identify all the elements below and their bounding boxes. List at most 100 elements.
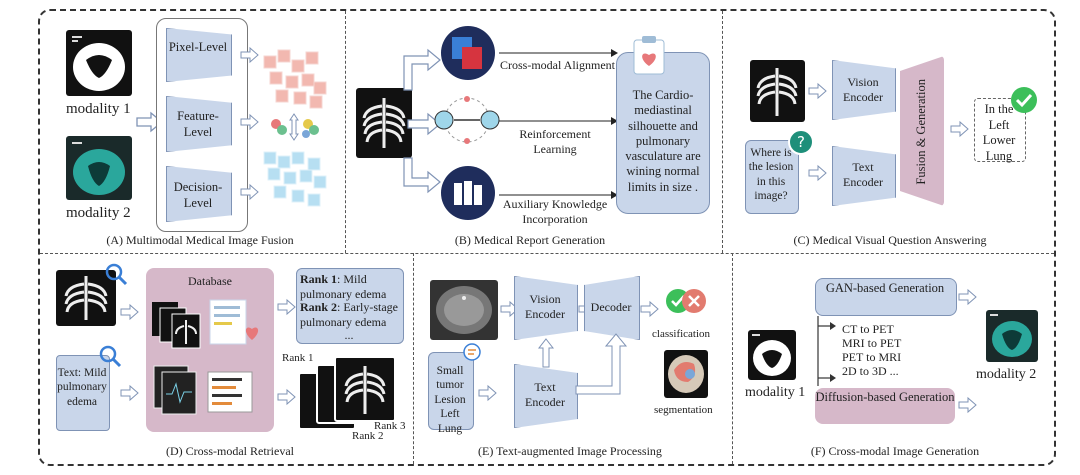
rank-1-line: Rank 1: Mild pulmonary edema	[300, 272, 400, 302]
report-box	[616, 52, 710, 214]
rank-2-text: : Early-stage pulmonary edema	[300, 300, 398, 329]
fusion-generation-label: Fusion & Generation	[914, 79, 929, 185]
reinforcement-learning-icon	[434, 96, 500, 144]
decision-level-box	[166, 166, 232, 222]
magnifier-icon	[99, 345, 122, 368]
database-contents	[152, 299, 259, 415]
text-encoder-label: Text Encoder	[843, 160, 883, 189]
ranking-box	[296, 268, 404, 344]
task-2d-to-3d: 2D to 3D ...	[842, 364, 899, 378]
decoder-label: Decoder	[590, 300, 632, 314]
knowledge-books-icon	[441, 166, 495, 220]
reinforcement-learning-label: Reinforcement Learning	[519, 127, 591, 156]
rank-2-label: Rank 2	[300, 300, 338, 314]
question-text: Where is the lesion in this image?	[748, 147, 794, 203]
answer-box	[974, 98, 1026, 162]
chest-xray-image	[750, 60, 805, 122]
pixel-blocks-red	[263, 49, 327, 109]
modality-2-label: modality 2	[66, 205, 131, 221]
chat-bubble-icon	[463, 343, 481, 361]
arrow-icon	[958, 396, 977, 414]
arrow-icon	[277, 388, 296, 406]
arrow-icon	[950, 120, 969, 138]
divider	[345, 11, 346, 253]
classification-icon	[666, 289, 706, 313]
task-pet-to-mri: PET to MRI	[842, 350, 902, 364]
brain-scan-modality-2	[986, 310, 1038, 362]
clipboard-heart-icon	[633, 36, 665, 75]
stack-rank-2: Rank 2	[352, 430, 384, 442]
figure-frame	[38, 9, 1056, 466]
caption-f: (F) Cross-modal Image Generation	[810, 444, 980, 458]
caption-b: (B) Medical Report Generation	[454, 233, 606, 247]
stack-rank-3: Rank 3	[374, 420, 406, 432]
arrow-line	[499, 191, 618, 199]
check-icon	[1011, 87, 1037, 113]
database-label: Database	[188, 274, 232, 288]
arrow-icon	[240, 113, 259, 131]
diffusion-label: Diffusion-based Generation	[815, 390, 955, 404]
query-text-box	[56, 355, 110, 431]
arrow-icon	[240, 46, 259, 64]
feature-level-box	[166, 96, 232, 152]
svg-text:?: ?	[797, 133, 805, 151]
text-encoder-box	[832, 146, 896, 206]
stack-rank-1: Rank 1	[282, 352, 314, 364]
modality-1-label: modality 1	[66, 101, 131, 117]
caption-c: (C) Medical Visual Question Answering	[793, 233, 987, 247]
diffusion-box	[815, 388, 955, 424]
arrow-icon	[808, 164, 827, 182]
text-encoder-label: Text Encoder	[525, 380, 565, 409]
arrow-icon	[120, 384, 139, 402]
branching-arrows	[403, 48, 441, 194]
chest-xray-query	[56, 270, 116, 326]
segmentation-label: segmentation	[654, 404, 713, 416]
rank-2-line: Rank 2: Early-stage pulmonary edema	[300, 300, 400, 330]
cross-modal-alignment-label: Cross-modal Alignment	[500, 58, 615, 72]
elbow-arrow	[575, 333, 628, 395]
question-box	[745, 140, 799, 214]
vision-encoder-label: Vision Encoder	[843, 75, 883, 104]
arrow-icon	[958, 288, 977, 306]
gan-label: GAN-based Generation	[825, 281, 945, 295]
caption-a: (A) Multimodal Medical Image Fusion	[106, 233, 294, 247]
report-text: The Cardio-mediastinal silhouette and pu…	[625, 88, 701, 194]
divider	[732, 253, 733, 464]
modality-2-label: modality 2	[976, 367, 1037, 382]
input-text-box	[428, 352, 474, 430]
arrow-icon	[120, 303, 139, 321]
auxiliary-knowledge-label: Auxiliary Knowledge Incorporation	[502, 197, 608, 226]
up-arrow-icon	[537, 338, 555, 368]
brain-scan-modality-2	[66, 136, 132, 200]
classification-label: classification	[652, 328, 711, 340]
arrow-icon	[808, 82, 827, 100]
ellipsis: ...	[344, 328, 354, 342]
brain-scan-modality-1	[66, 30, 132, 96]
result-image-1	[334, 356, 396, 422]
rank-1-label: Rank 1	[300, 272, 338, 286]
divider	[40, 253, 1054, 254]
caption-e: (E) Text-augmented Image Processing	[478, 444, 662, 458]
alignment-icon	[441, 26, 495, 80]
arrow-icon	[240, 183, 259, 201]
query-text: Text: Mild pulmonary edema	[57, 367, 107, 408]
arrow-icon	[478, 384, 497, 402]
input-text: Small tumor Lesion Left Lung	[434, 365, 466, 435]
magnifier-icon	[105, 263, 128, 286]
fork-arrows	[817, 316, 836, 386]
divider	[722, 11, 723, 253]
fusion-generation-block	[900, 56, 944, 206]
task-ct-to-pet: CT to PET	[842, 322, 894, 336]
vision-encoder-label: Vision Encoder	[525, 292, 565, 321]
pixel-level-box	[166, 28, 232, 82]
question-mark-icon: ?	[788, 129, 814, 155]
arrow-line	[499, 49, 618, 57]
modality-1-label: modality 1	[745, 385, 806, 400]
segmentation-image	[664, 350, 708, 398]
fusion-dots-icon	[271, 113, 319, 141]
pixel-level-label: Pixel-Level	[168, 40, 228, 54]
arrow-icon	[640, 300, 659, 318]
rank-1-text: : Mild pulmonary edema	[300, 272, 387, 301]
chest-xray-image	[356, 88, 412, 158]
pixel-blocks-blue	[263, 151, 327, 207]
